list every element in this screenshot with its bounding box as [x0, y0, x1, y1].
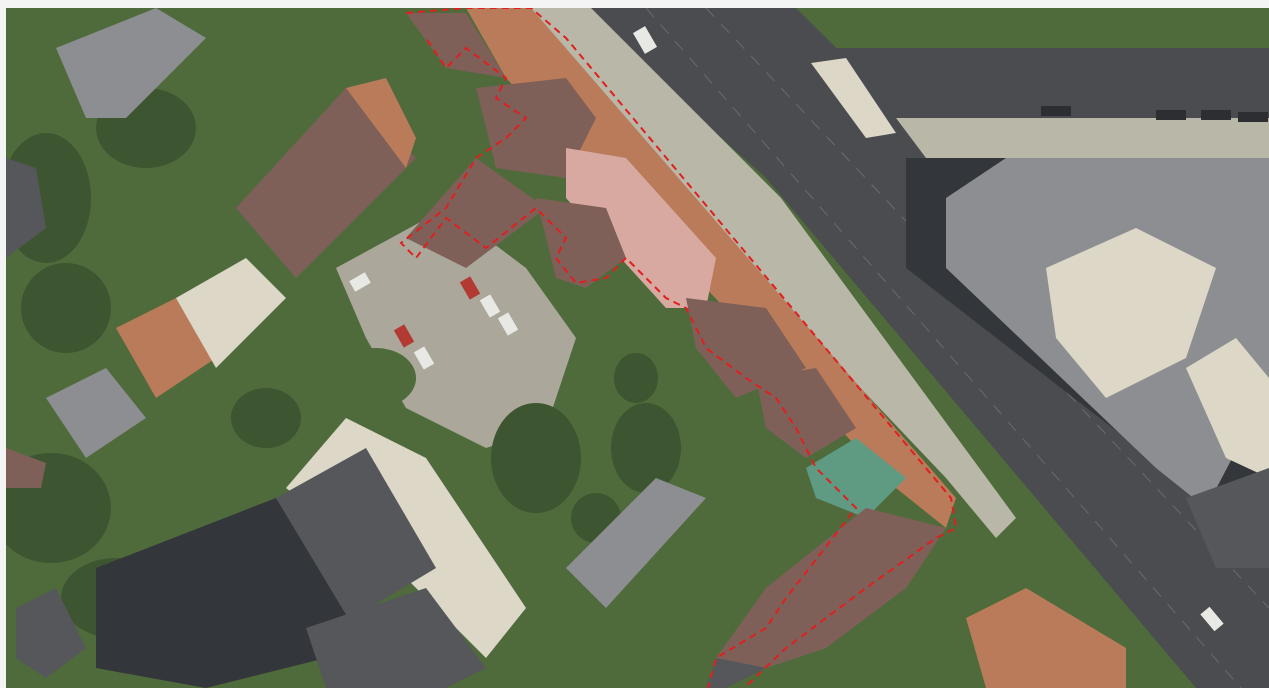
aerial-map-canvas[interactable]: [6, 8, 1269, 688]
lane-marking-2: [705, 8, 1269, 609]
courtyard-trees: [336, 348, 681, 543]
cross-street-sidewalk: [896, 118, 1269, 158]
cars-on-avenue: [632, 26, 1268, 632]
crosswalk: [811, 58, 896, 138]
building-east-rooftop-equipment: [1046, 228, 1216, 398]
south-buildings: [96, 338, 1269, 688]
highlighted-building-block: [406, 8, 956, 688]
parked-cars-courtyard: [349, 272, 519, 370]
avenue-sidewalk-west: [526, 8, 1016, 538]
aerial-map-view[interactable]: [6, 8, 1269, 688]
west-residential-houses: [6, 8, 416, 678]
lane-marking-1: [645, 8, 1242, 688]
main-avenue: [576, 8, 1269, 688]
highlight-outline: [399, 8, 958, 688]
cross-street-north: [766, 48, 1269, 118]
